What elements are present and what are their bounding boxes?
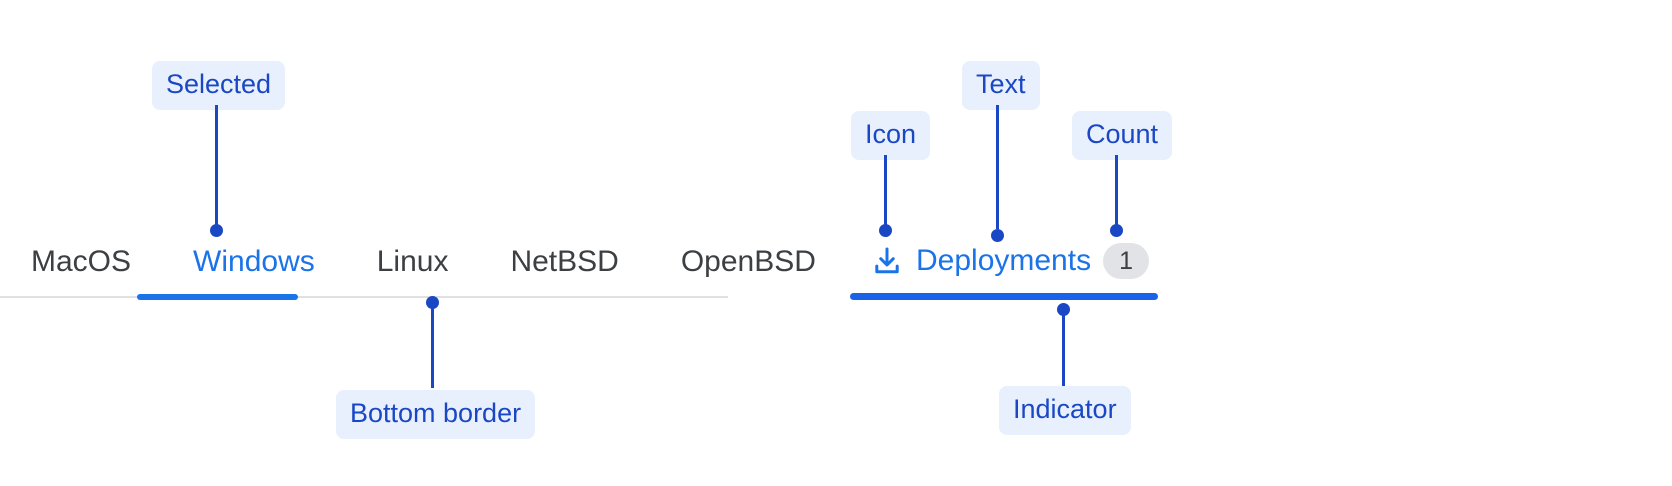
tab-selected-underline [137, 294, 298, 300]
annotation-dot-count [1110, 224, 1123, 237]
annotation-badge-count: Count [1072, 111, 1173, 160]
tab-openbsd[interactable]: OpenBSD [680, 245, 816, 278]
annotation-badge-text: Text [962, 61, 1040, 110]
annotation-badge-selected: Selected [152, 61, 286, 110]
annotation-leader-line-selected [215, 105, 218, 229]
annotation-dot-text [991, 229, 1004, 242]
annotation-badge-icon: Icon [851, 111, 931, 160]
tab-linux[interactable]: Linux [376, 245, 449, 278]
tab-deployments-count-badge: 1 [1103, 243, 1150, 279]
tab-deployments-label: Deployments [916, 244, 1092, 277]
annotation-leader-line-count [1115, 155, 1118, 229]
annotation-badge-indicator: Indicator [999, 386, 1131, 435]
annotation-leader-line-icon [884, 155, 887, 229]
annotation-badge-bottom-border: Bottom border [336, 390, 536, 439]
annotation-dot-icon [879, 224, 892, 237]
annotation-leader-line-text [996, 105, 999, 229]
tab-bar-basic: MacOS Windows Linux NetBSD OpenBSD [0, 243, 816, 300]
tab-windows[interactable]: Windows [193, 245, 315, 278]
tab-netbsd[interactable]: NetBSD [510, 245, 619, 278]
annotation-leader-line-bottom-border [431, 302, 434, 388]
tab-selected-indicator [850, 293, 1158, 300]
download-icon [870, 244, 904, 278]
tab-macos[interactable]: MacOS [31, 245, 132, 278]
annotation-leader-line-indicator [1062, 309, 1065, 387]
tab-bar-bottom-border [0, 296, 728, 298]
tab-list: MacOS Windows Linux NetBSD OpenBSD [0, 243, 847, 277]
annotation-dot-selected [210, 224, 223, 237]
tab-deployments[interactable]: Deployments 1 [870, 243, 1150, 279]
